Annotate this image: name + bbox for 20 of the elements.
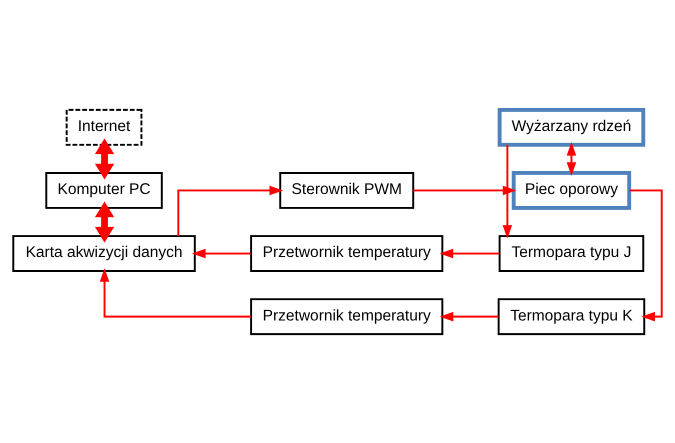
- arrow: [440, 248, 500, 258]
- node-box: Komputer PC: [45, 172, 163, 208]
- node-box: Wyżarzany rdzeń: [498, 107, 646, 146]
- node-box: Piec oporowy: [512, 170, 632, 210]
- arrow: [94, 201, 114, 242]
- node-box: Przetwornik temperatury: [250, 298, 444, 335]
- node-box: Karta akwizycji danych: [12, 234, 196, 272]
- arrow: [192, 248, 251, 258]
- node-box: Termopara typu J: [498, 234, 644, 272]
- arrow: [440, 311, 498, 321]
- arrow: [94, 138, 114, 179]
- node-box: Termopara typu K: [498, 298, 646, 335]
- arrow: [502, 144, 512, 238]
- arrow: [629, 188, 663, 321]
- arrow: [100, 268, 251, 318]
- arrow: [566, 142, 576, 176]
- node-box: Sterownik PWM: [279, 172, 414, 208]
- arrow: [177, 185, 284, 236]
- node-box: Internet: [66, 108, 142, 146]
- node-box: Przetwornik temperatury: [250, 234, 444, 272]
